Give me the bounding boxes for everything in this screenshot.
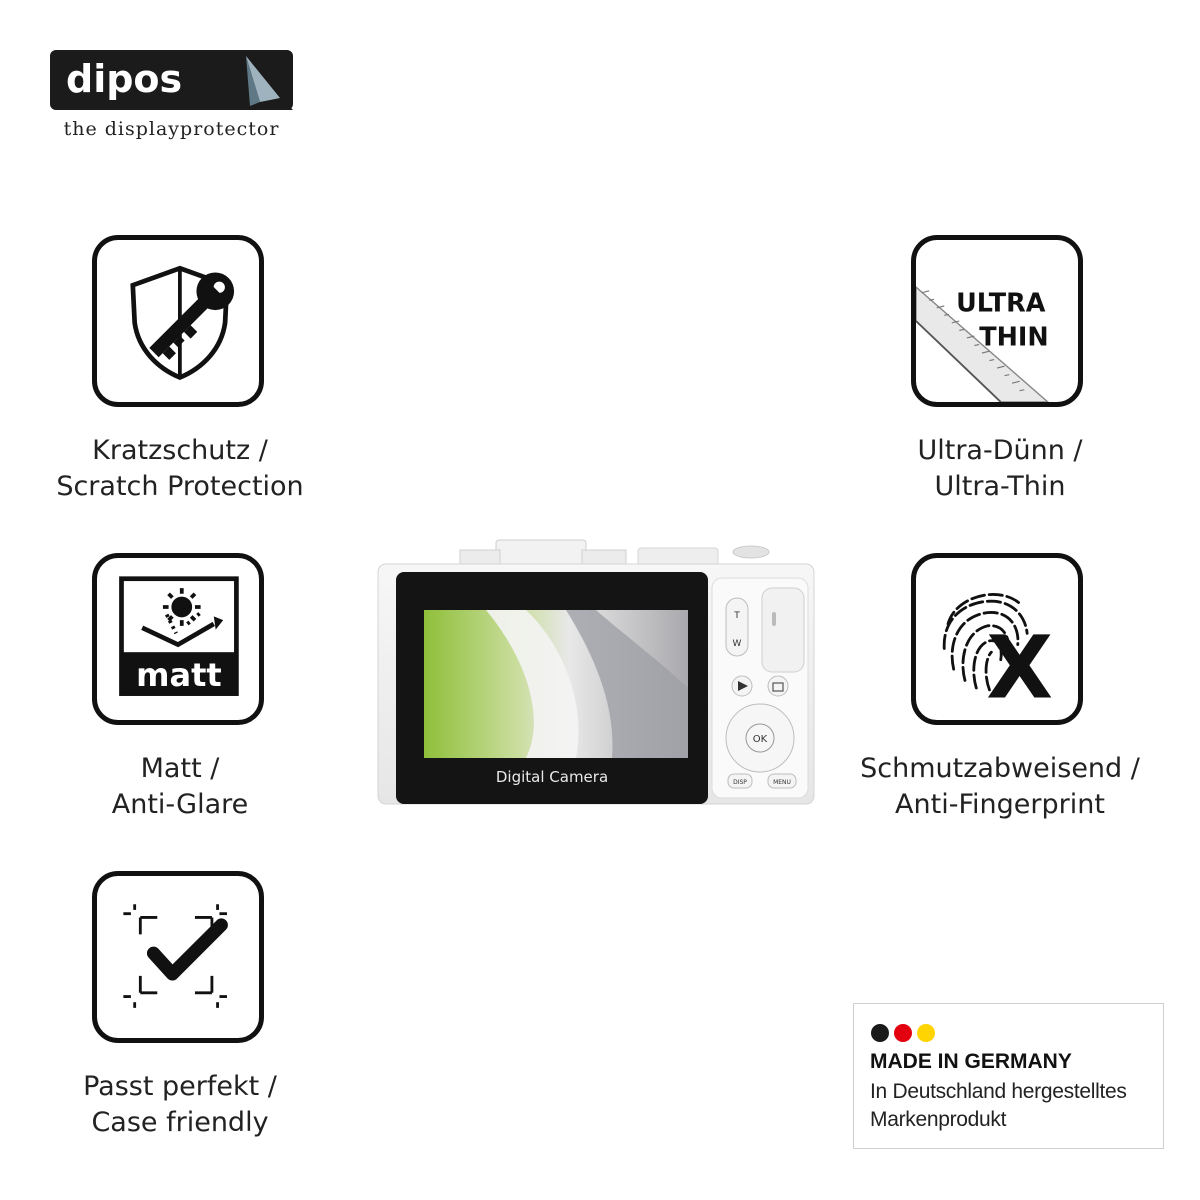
camera-screen-text: Digital Camera: [496, 768, 608, 786]
menu-button-label: MENU: [773, 779, 791, 786]
flag-dot-gold: [917, 1024, 935, 1042]
ruler-ultra-thin-icon: ULTRA THIN: [911, 235, 1083, 407]
made-in-germany-title: MADE IN GERMANY: [870, 1050, 1072, 1073]
camera-illustration: Digital Camera T W OK DISP MENU: [376, 538, 818, 810]
x-icon-text: X: [986, 618, 1053, 718]
zoom-w-label: W: [733, 639, 742, 649]
feature-label-thin: Ultra-Dünn / Ultra-Thin: [917, 435, 1083, 502]
brand-logo: dipos: [50, 50, 293, 110]
matt-icon-text: matt: [136, 656, 222, 694]
made-in-germany-line2: Markenprodukt: [870, 1108, 1007, 1131]
disp-button-label: DISP: [733, 779, 747, 786]
flag-dot-black: [871, 1024, 889, 1042]
thin-icon-text: THIN: [979, 321, 1048, 351]
feature-label-scratch: Kratzschutz / Scratch Protection: [56, 435, 304, 502]
brand-name: dipos: [66, 57, 182, 101]
fingerprint-x-icon: X: [911, 553, 1083, 725]
feature-label-fingerprint: Schmutzabweisend / Anti-Fingerprint: [860, 753, 1140, 820]
made-in-germany-badge: MADE IN GERMANY In Deutschland hergestel…: [853, 1003, 1164, 1149]
shield-key-icon: [92, 235, 264, 407]
check-frame-icon: [92, 871, 264, 1043]
matt-sun-icon: matt: [92, 553, 264, 725]
ultra-icon-text: ULTRA: [956, 288, 1046, 318]
ok-button-label: OK: [753, 734, 768, 745]
zoom-t-label: T: [733, 611, 740, 621]
feature-label-fit: Passt perfekt / Case friendly: [83, 1071, 277, 1138]
flag-dot-red: [894, 1024, 912, 1042]
brand-tagline: the displayprotector: [63, 118, 280, 140]
made-in-germany-line1: In Deutschland hergestelltes: [870, 1080, 1127, 1103]
feature-label-matt: Matt / Anti-Glare: [111, 753, 249, 820]
